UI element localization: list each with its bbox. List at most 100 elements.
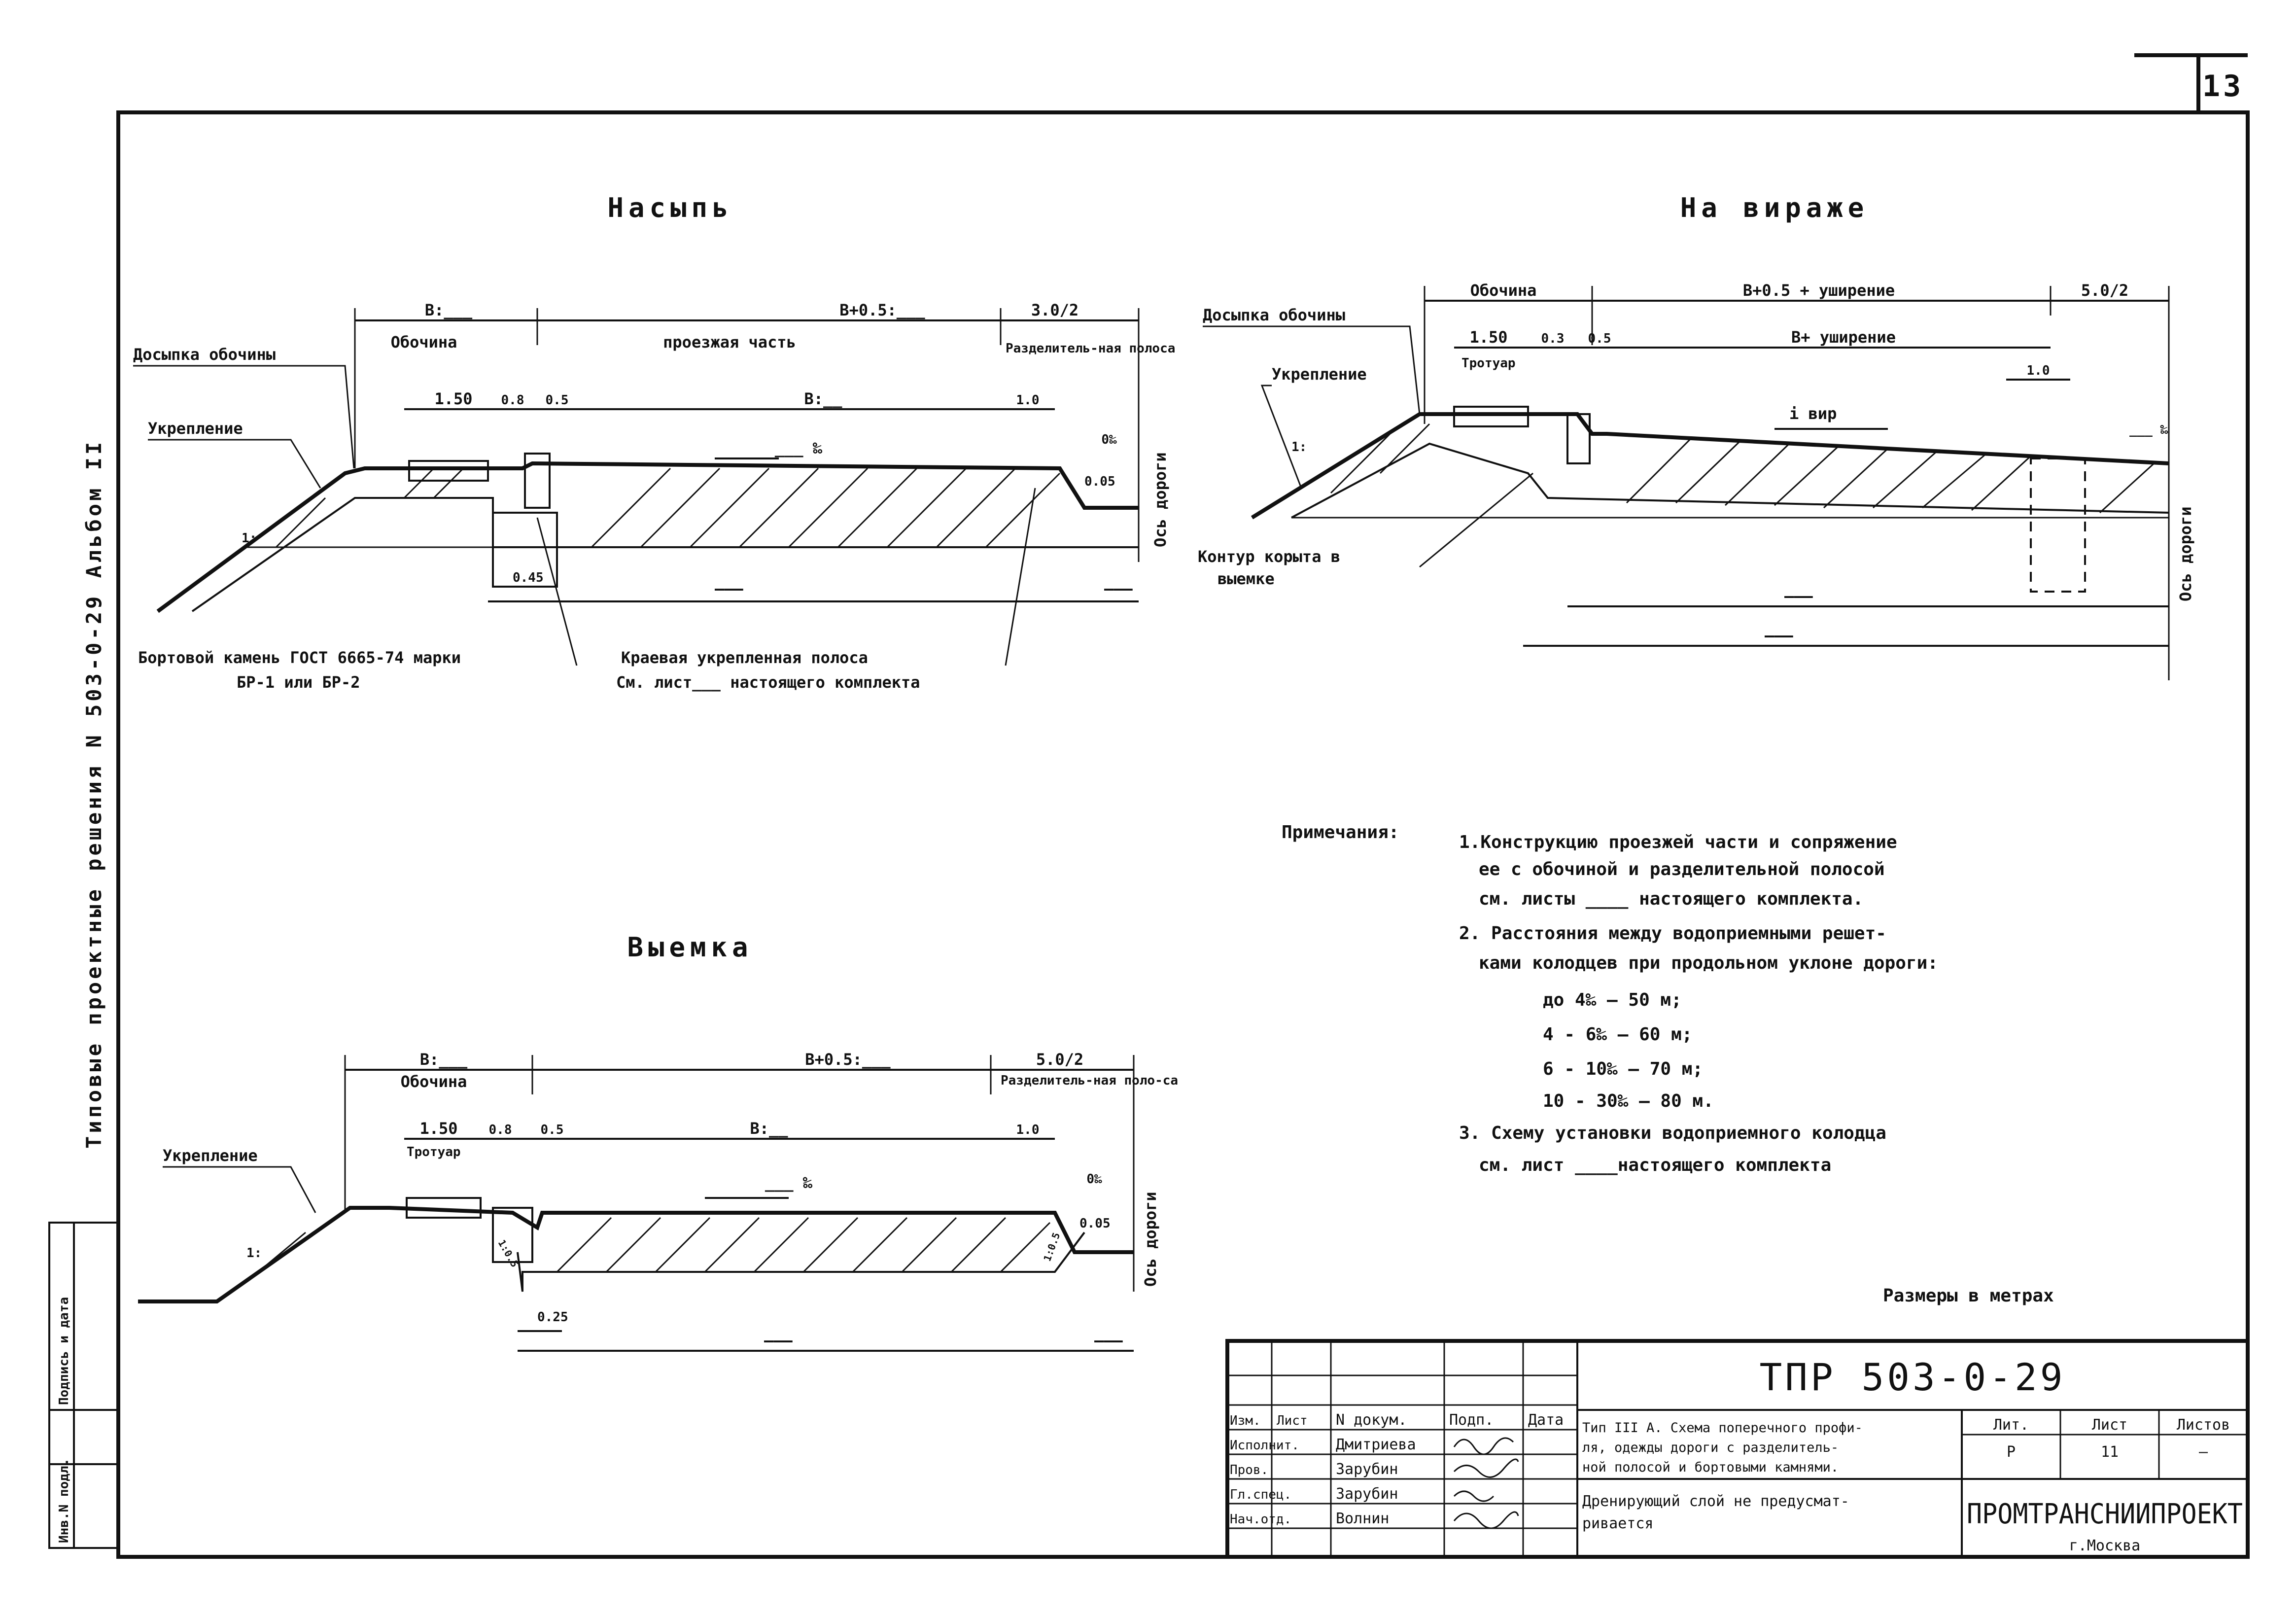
virazh-dim-sep: 5.0/2 <box>2081 281 2128 300</box>
nasyp-slope2: 0‰ <box>1101 432 1117 447</box>
virazh-ivir: i вир <box>1789 404 1837 423</box>
tb-r3-name: Зарубин <box>1336 1485 1398 1503</box>
vyemka-k1: 1: <box>246 1246 262 1261</box>
tb-r4-role: Нач.отд. <box>1230 1512 1291 1527</box>
virazh-os: Ось дороги <box>2176 506 2195 601</box>
tb-r2-role: Пров. <box>1230 1463 1268 1477</box>
tb-sheet: 11 <box>2101 1443 2119 1461</box>
nasyp-os: Ось дороги <box>1151 452 1170 547</box>
notes-n2c: до 4‰ – 50 м; <box>1543 990 1682 1010</box>
tb-firm: ПРОМТРАНСНИИПРОЕКТ <box>1967 1498 2243 1530</box>
side-stamp: Подпись и дата Инв.N подл. <box>48 1222 119 1549</box>
virazh-k1: 1: <box>1291 440 1307 455</box>
nasyp-dash1: ——— <box>715 579 744 598</box>
nasyp-obochina: Обочина <box>391 333 457 351</box>
tb-h-izm: Изм. <box>1230 1413 1261 1428</box>
nasyp-trotuar-block <box>408 460 489 482</box>
nasyp-krai2: См. лист___ настоящего комплекта <box>616 673 920 692</box>
tb-h-data: Дата <box>1528 1411 1564 1429</box>
vyemka-trotuar-block <box>406 1197 482 1219</box>
tb-r2-name: Зарубин <box>1336 1461 1398 1478</box>
vyemka-slope2: 0‰ <box>1086 1172 1102 1187</box>
notes-head: Примечания: <box>1282 822 1399 843</box>
stamp-inv: Инв.N подл. <box>57 1458 71 1543</box>
virazh-trotuar: Тротуар <box>1461 356 1516 371</box>
nasyp-bort1: Бортовой камень ГОСТ 6665-74 марки <box>138 648 461 667</box>
nasyp-dim-bv: B+0.5:___ <box>839 301 925 319</box>
nasyp-d05: 0.5 <box>546 393 569 408</box>
virazh-kontur1: Контур корыта в <box>1198 547 1340 566</box>
stamp-podpis: Подпись и дата <box>57 1297 71 1405</box>
notes-n2e: 6 - 10‰ – 70 м; <box>1543 1059 1703 1079</box>
nasyp-dash2: ——— <box>1104 579 1133 598</box>
vyemka-d05: 0.5 <box>541 1123 564 1137</box>
tb-desc1: Тип III А. Схема поперечного профи- <box>1582 1420 1863 1436</box>
nasyp-k1: 1: <box>242 531 257 546</box>
virazh-d03: 0.3 <box>1541 331 1565 346</box>
sheet-number: 13 <box>2202 69 2244 104</box>
nasyp-slope: ___ ‰ <box>775 439 823 457</box>
virazh-curb-stone <box>1566 413 1591 464</box>
nasyp-razdel: Разделитель-ная полоса <box>1006 341 1175 356</box>
tb-h-list: Лист <box>1277 1413 1308 1428</box>
tb-desc2: ля, одежды дороги с разделитель- <box>1582 1440 1839 1455</box>
virazh-dash1: ——— <box>1784 587 1813 605</box>
tb-city: г.Москва <box>2069 1537 2141 1554</box>
nasyp-d005: 0.05 <box>1084 474 1115 489</box>
tb-r1-role: Исполнит. <box>1230 1438 1299 1453</box>
virazh-d05: 0.5 <box>1588 331 1611 346</box>
tb-desc5: ривается <box>1582 1515 1654 1532</box>
vyemka-obochina: Обочина <box>401 1072 467 1091</box>
section-nasyp: Насыпь B:___ B+0.5:___ 3.0/2 Обочина про… <box>133 192 1175 692</box>
notes-n2b: ками колодцев при продольном уклоне доро… <box>1479 953 1938 973</box>
tb-h-sheet: Лист <box>2092 1416 2127 1434</box>
vyemka-d-b: B:__ <box>750 1119 788 1138</box>
vyemka-dash1: ——— <box>764 1331 793 1350</box>
virazh-dim1: B+0.5 + уширение <box>1743 281 1895 300</box>
tb-stage: Р <box>2007 1443 2016 1461</box>
vyemka-razdel: Разделитель-ная поло-са <box>1001 1073 1178 1088</box>
virazh-dosypka: Досыпка обочины <box>1203 306 1345 324</box>
tb-r4-name: Волнин <box>1336 1510 1389 1527</box>
notes-n2f: 10 - 30‰ – 80 м. <box>1543 1091 1714 1111</box>
virazh-slope: ___ ‰ <box>2129 422 2168 437</box>
notes: Примечания: 1.Конструкцию проезжей части… <box>1282 822 2054 1306</box>
notes-n2d: 4 - 6‰ – 60 м; <box>1543 1024 1692 1045</box>
nasyp-proezzh: проезжая часть <box>663 333 796 351</box>
vyemka-title: Выемка <box>627 932 753 963</box>
virazh-drain-well <box>2030 457 2086 593</box>
vyemka-d150: 1.50 <box>419 1119 457 1138</box>
nasyp-dim-b: B:___ <box>425 301 473 319</box>
vyemka-d08: 0.8 <box>489 1123 512 1137</box>
vyemka-curb-stone <box>492 1207 533 1263</box>
notes-n1b: ее с обочиной и разделительной полосой <box>1479 859 1885 879</box>
tb-sheets: — <box>2199 1443 2208 1461</box>
notes-n3b: см. лист ____настоящего комплекта <box>1479 1155 1831 1175</box>
tb-code: ТПР 503-0-29 <box>1759 1355 2065 1399</box>
notes-n1a: 1.Конструкцию проезжей части и сопряжени… <box>1459 832 1897 852</box>
virazh-d150: 1.50 <box>1469 328 1507 347</box>
vyemka-trotuar: Тротуар <box>407 1145 461 1159</box>
vyemka-d005: 0.05 <box>1079 1216 1111 1231</box>
tb-h-sheets: Листов <box>2177 1416 2230 1434</box>
vyemka-dash2: ——— <box>1094 1331 1123 1350</box>
side-label: Типовые проектные решения N 503-0-29 Аль… <box>82 439 106 1149</box>
signatures <box>1453 1437 1519 1529</box>
virazh-dim2: B+ уширение <box>1791 328 1896 347</box>
tb-h-podp: Подп. <box>1449 1411 1494 1429</box>
notes-n2a: 2. Расстояния между водоприемными решет- <box>1459 923 1886 944</box>
vyemka-d025: 0.25 <box>537 1310 568 1325</box>
nasyp-d10: 1.0 <box>1016 393 1040 408</box>
tb-r3-role: Гл.спец. <box>1230 1487 1291 1502</box>
virazh-ukreplenie: Укрепление <box>1272 365 1367 384</box>
nasyp-krai1: Краевая укрепленная полоса <box>621 648 868 667</box>
section-vyemka: Выемка B:___ B+0.5:___ 5.0/2 Обочина Раз… <box>138 932 1178 1352</box>
vyemka-dim-sep: 5.0/2 <box>1036 1050 1083 1069</box>
nasyp-title: Насыпь <box>607 192 733 223</box>
virazh-obochina: Обочина <box>1470 281 1537 300</box>
vyemka-d10: 1.0 <box>1016 1123 1040 1137</box>
vyemka-k3: 1:0.5 <box>1041 1231 1062 1263</box>
nasyp-ukreplenie: Укрепление <box>148 419 243 438</box>
vyemka-os: Ось дороги <box>1141 1192 1160 1287</box>
